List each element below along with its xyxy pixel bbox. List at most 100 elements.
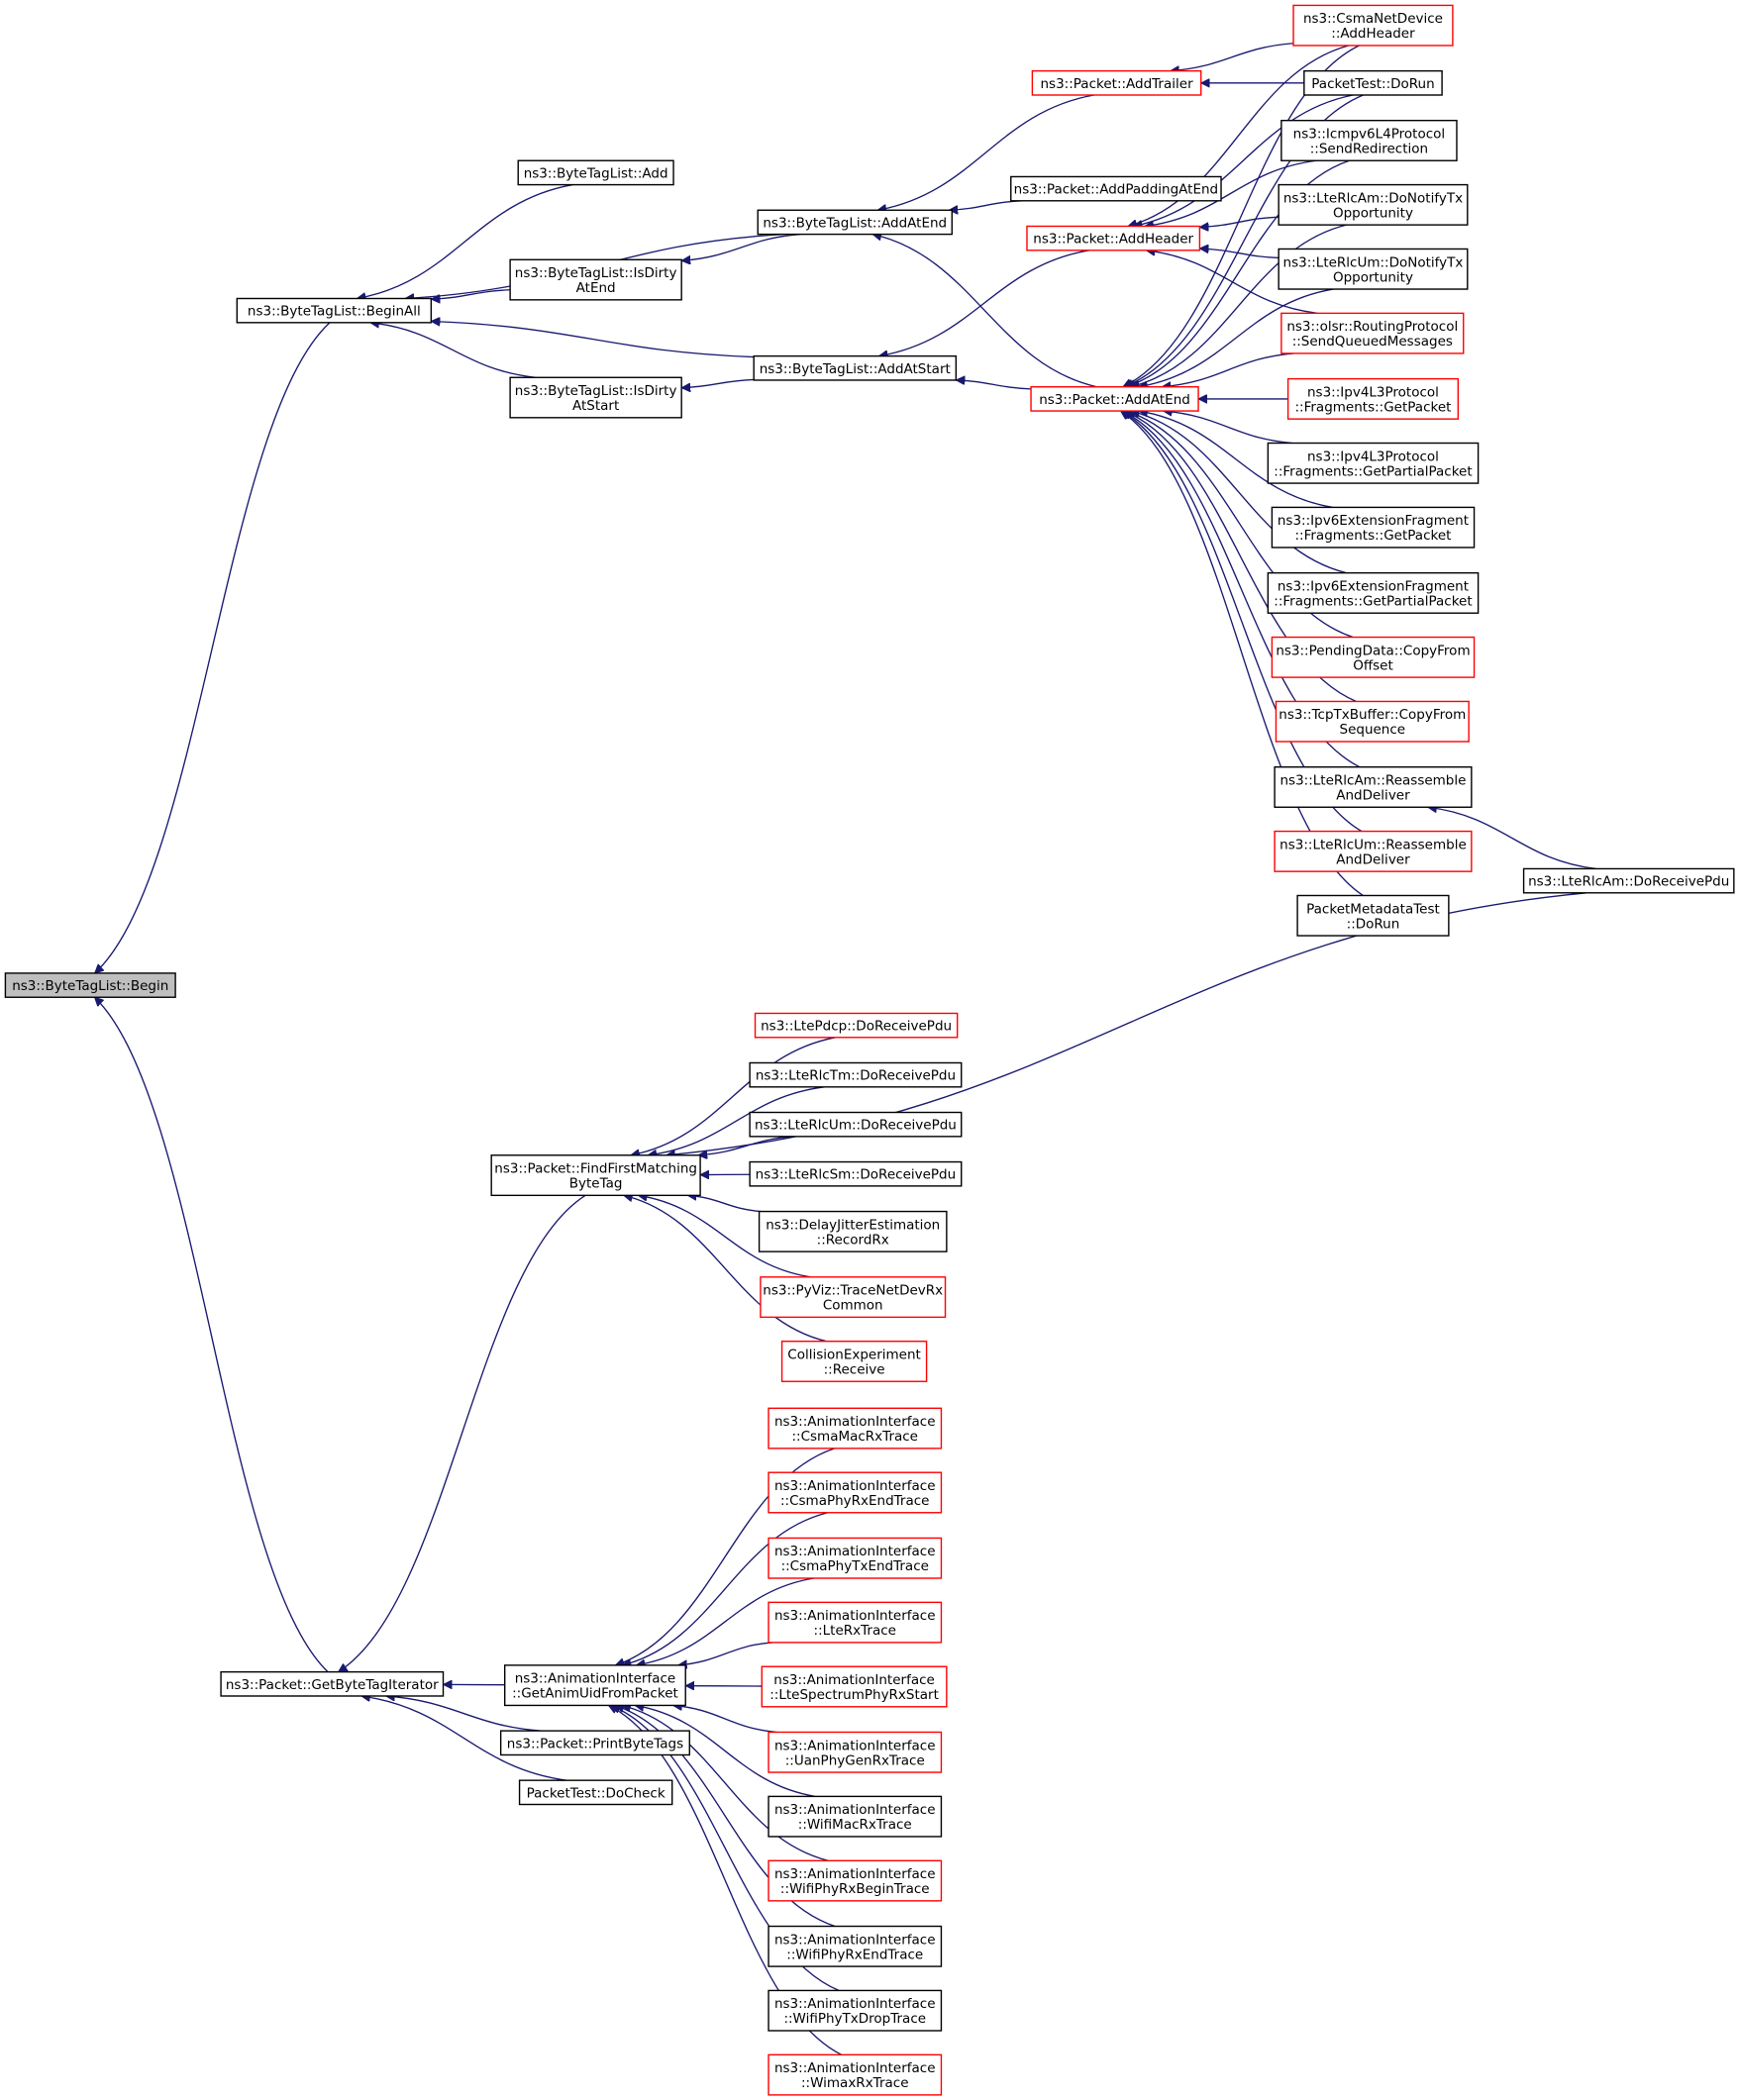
node-ipv6_getpartial[interactable]: ns3::Ipv6ExtensionFragment::Fragments::G… xyxy=(1267,571,1480,614)
node-box-pkt_addheader[interactable] xyxy=(1026,225,1201,251)
node-box-pkt_addtrailer[interactable] xyxy=(1031,69,1202,96)
node-box-ipv4_getpacket[interactable] xyxy=(1286,377,1460,420)
node-box-pkt_addatend[interactable] xyxy=(1030,386,1199,412)
node-printbytetags[interactable]: ns3::Packet::PrintByteTags xyxy=(499,1730,690,1756)
node-box-lterlcam_dorecv[interactable] xyxy=(1522,867,1735,894)
node-box-ai_csmamacrx[interactable] xyxy=(768,1407,943,1450)
node-btl_add[interactable]: ns3::ByteTagList::Add xyxy=(517,159,674,186)
node-box-findfirst[interactable] xyxy=(490,1154,701,1197)
node-box-ltepdcp[interactable] xyxy=(754,1012,959,1039)
node-box-lterlctm[interactable] xyxy=(749,1061,963,1088)
node-ai_csmaphytxend[interactable]: ns3::AnimationInterface::CsmaPhyTxEndTra… xyxy=(768,1537,943,1579)
node-lterlcum_dorecv[interactable]: ns3::LteRlcUm::DoReceivePdu xyxy=(749,1111,963,1138)
node-box-btl_addatstart[interactable] xyxy=(753,354,958,381)
node-box-pyviz[interactable] xyxy=(760,1276,947,1319)
node-btl_addatstart[interactable]: ns3::ByteTagList::AddAtStart xyxy=(753,354,958,381)
node-box-collision[interactable] xyxy=(780,1341,928,1382)
node-ai_wifiphyrxbegin[interactable]: ns3::AnimationInterface::WifiPhyRxBeginT… xyxy=(768,1859,943,1902)
node-lterlcam_dorecv[interactable]: ns3::LteRlcAm::DoReceivePdu xyxy=(1522,867,1735,894)
node-box-ipv4_getpartial[interactable] xyxy=(1267,442,1480,484)
node-box-printbytetags[interactable] xyxy=(499,1730,690,1756)
node-getanimuid[interactable]: ns3::AnimationInterface::GetAnimUidFromP… xyxy=(504,1664,686,1707)
node-box-pendingdata[interactable] xyxy=(1271,636,1476,678)
node-box-btl_addatend[interactable] xyxy=(757,209,953,236)
node-box-pkt_addpadding[interactable] xyxy=(1010,175,1222,202)
node-ai_wifiphyrxend[interactable]: ns3::AnimationInterface::WifiPhyRxEndTra… xyxy=(768,1925,943,1967)
node-delayjitter[interactable]: ns3::DelayJitterEstimation::RecordRx xyxy=(758,1210,948,1252)
node-box-isdirty_start[interactable] xyxy=(509,376,682,419)
node-ai_wimaxrx[interactable]: ns3::AnimationInterface::WimaxRxTrace xyxy=(768,2053,943,2096)
node-box-icmpv6[interactable] xyxy=(1280,119,1458,161)
node-ltepdcp[interactable]: ns3::LtePdcp::DoReceivePdu xyxy=(754,1012,959,1039)
node-box-tcptxbuffer[interactable] xyxy=(1275,700,1470,743)
node-box-ai_ltespectrum[interactable] xyxy=(761,1665,948,1708)
node-pkt_addtrailer[interactable]: ns3::Packet::AddTrailer xyxy=(1031,69,1202,96)
node-icmpv6[interactable]: ns3::Icmpv6L4Protocol::SendRedirection xyxy=(1280,119,1458,161)
node-pktmeta_dorun[interactable]: PacketMetadataTest::DoRun xyxy=(1296,894,1450,937)
node-box-ai_wifiphyrxbegin[interactable] xyxy=(768,1859,943,1902)
node-getbytetagit[interactable]: ns3::Packet::GetByteTagIterator xyxy=(220,1670,445,1697)
node-pkt_addheader[interactable]: ns3::Packet::AddHeader xyxy=(1026,225,1201,251)
node-ai_csmamacrx[interactable]: ns3::AnimationInterface::CsmaMacRxTrace xyxy=(768,1407,943,1450)
node-box-ai_csmaphytxend[interactable] xyxy=(768,1537,943,1579)
node-csma_addheader[interactable]: ns3::CsmaNetDevice::AddHeader xyxy=(1292,4,1454,47)
node-box-lterlcum_notify[interactable] xyxy=(1278,248,1469,290)
node-box-delayjitter[interactable] xyxy=(758,1210,948,1252)
node-ai_uanphy[interactable]: ns3::AnimationInterface::UanPhyGenRxTrac… xyxy=(768,1731,943,1773)
node-box-lterlcam_notify[interactable] xyxy=(1278,183,1469,226)
node-beginall[interactable]: ns3::ByteTagList::BeginAll xyxy=(236,297,433,324)
node-box-ai_lterx[interactable] xyxy=(768,1601,943,1644)
node-olsr[interactable]: ns3::olsr::RoutingProtocol::SendQueuedMe… xyxy=(1280,312,1465,354)
node-pkt_addatend[interactable]: ns3::Packet::AddAtEnd xyxy=(1030,386,1199,412)
node-ai_lterx[interactable]: ns3::AnimationInterface::LteRxTrace xyxy=(768,1601,943,1644)
node-box-ai_wimaxrx[interactable] xyxy=(768,2053,943,2096)
node-box-ai_uanphy[interactable] xyxy=(768,1731,943,1773)
node-box-getanimuid[interactable] xyxy=(504,1664,686,1707)
node-box-lterlcum_reasm[interactable] xyxy=(1274,830,1473,872)
node-ai_wifiphytxdrop[interactable]: ns3::AnimationInterface::WifiPhyTxDropTr… xyxy=(768,1989,943,2032)
node-begin[interactable]: ns3::ByteTagList::Begin xyxy=(4,972,176,998)
node-ai_wifimacrx[interactable]: ns3::AnimationInterface::WifiMacRxTrace xyxy=(768,1795,943,1838)
node-packettest_docheck[interactable]: PacketTest::DoCheck xyxy=(518,1779,673,1806)
node-ipv4_getpartial[interactable]: ns3::Ipv4L3Protocol::Fragments::GetParti… xyxy=(1267,442,1480,484)
node-lterlcsm[interactable]: ns3::LteRlcSm::DoReceivePdu xyxy=(749,1160,963,1187)
node-box-ipv6_getpartial[interactable] xyxy=(1267,571,1480,614)
node-box-ipv6_getpacket[interactable] xyxy=(1271,506,1476,549)
node-box-isdirty_end[interactable] xyxy=(509,258,682,301)
node-box-packettest_docheck[interactable] xyxy=(518,1779,673,1806)
node-box-btl_add[interactable] xyxy=(517,159,674,186)
node-box-pktmeta_dorun[interactable] xyxy=(1296,894,1450,937)
node-box-packettest_dorun[interactable] xyxy=(1303,69,1443,96)
node-ai_ltespectrum[interactable]: ns3::AnimationInterface::LteSpectrumPhyR… xyxy=(761,1665,948,1708)
node-box-lterlcam_reasm[interactable] xyxy=(1274,765,1473,808)
node-box-ai_wifiphytxdrop[interactable] xyxy=(768,1989,943,2032)
node-box-olsr[interactable] xyxy=(1280,312,1465,354)
node-btl_addatend[interactable]: ns3::ByteTagList::AddAtEnd xyxy=(757,209,953,236)
node-box-ai_wifimacrx[interactable] xyxy=(768,1795,943,1838)
node-box-getbytetagit[interactable] xyxy=(220,1670,445,1697)
node-pkt_addpadding[interactable]: ns3::Packet::AddPaddingAtEnd xyxy=(1010,175,1222,202)
node-box-ai_csmaphyrxend[interactable] xyxy=(768,1471,943,1514)
node-box-begin[interactable] xyxy=(4,972,176,998)
node-box-ai_wifiphyrxend[interactable] xyxy=(768,1925,943,1967)
node-box-lterlcum_dorecv[interactable] xyxy=(749,1111,963,1138)
node-ipv6_getpacket[interactable]: ns3::Ipv6ExtensionFragment::Fragments::G… xyxy=(1271,506,1476,549)
node-packettest_dorun[interactable]: PacketTest::DoRun xyxy=(1303,69,1443,96)
node-box-csma_addheader[interactable] xyxy=(1292,4,1454,47)
node-ai_csmaphyrxend[interactable]: ns3::AnimationInterface::CsmaPhyRxEndTra… xyxy=(768,1471,943,1514)
node-collision[interactable]: CollisionExperiment::Receive xyxy=(780,1341,928,1382)
node-box-beginall[interactable] xyxy=(236,297,433,324)
node-ipv4_getpacket[interactable]: ns3::Ipv4L3Protocol::Fragments::GetPacke… xyxy=(1286,377,1460,420)
node-box-lterlcsm[interactable] xyxy=(749,1160,963,1187)
node-lterlctm[interactable]: ns3::LteRlcTm::DoReceivePdu xyxy=(749,1061,963,1088)
